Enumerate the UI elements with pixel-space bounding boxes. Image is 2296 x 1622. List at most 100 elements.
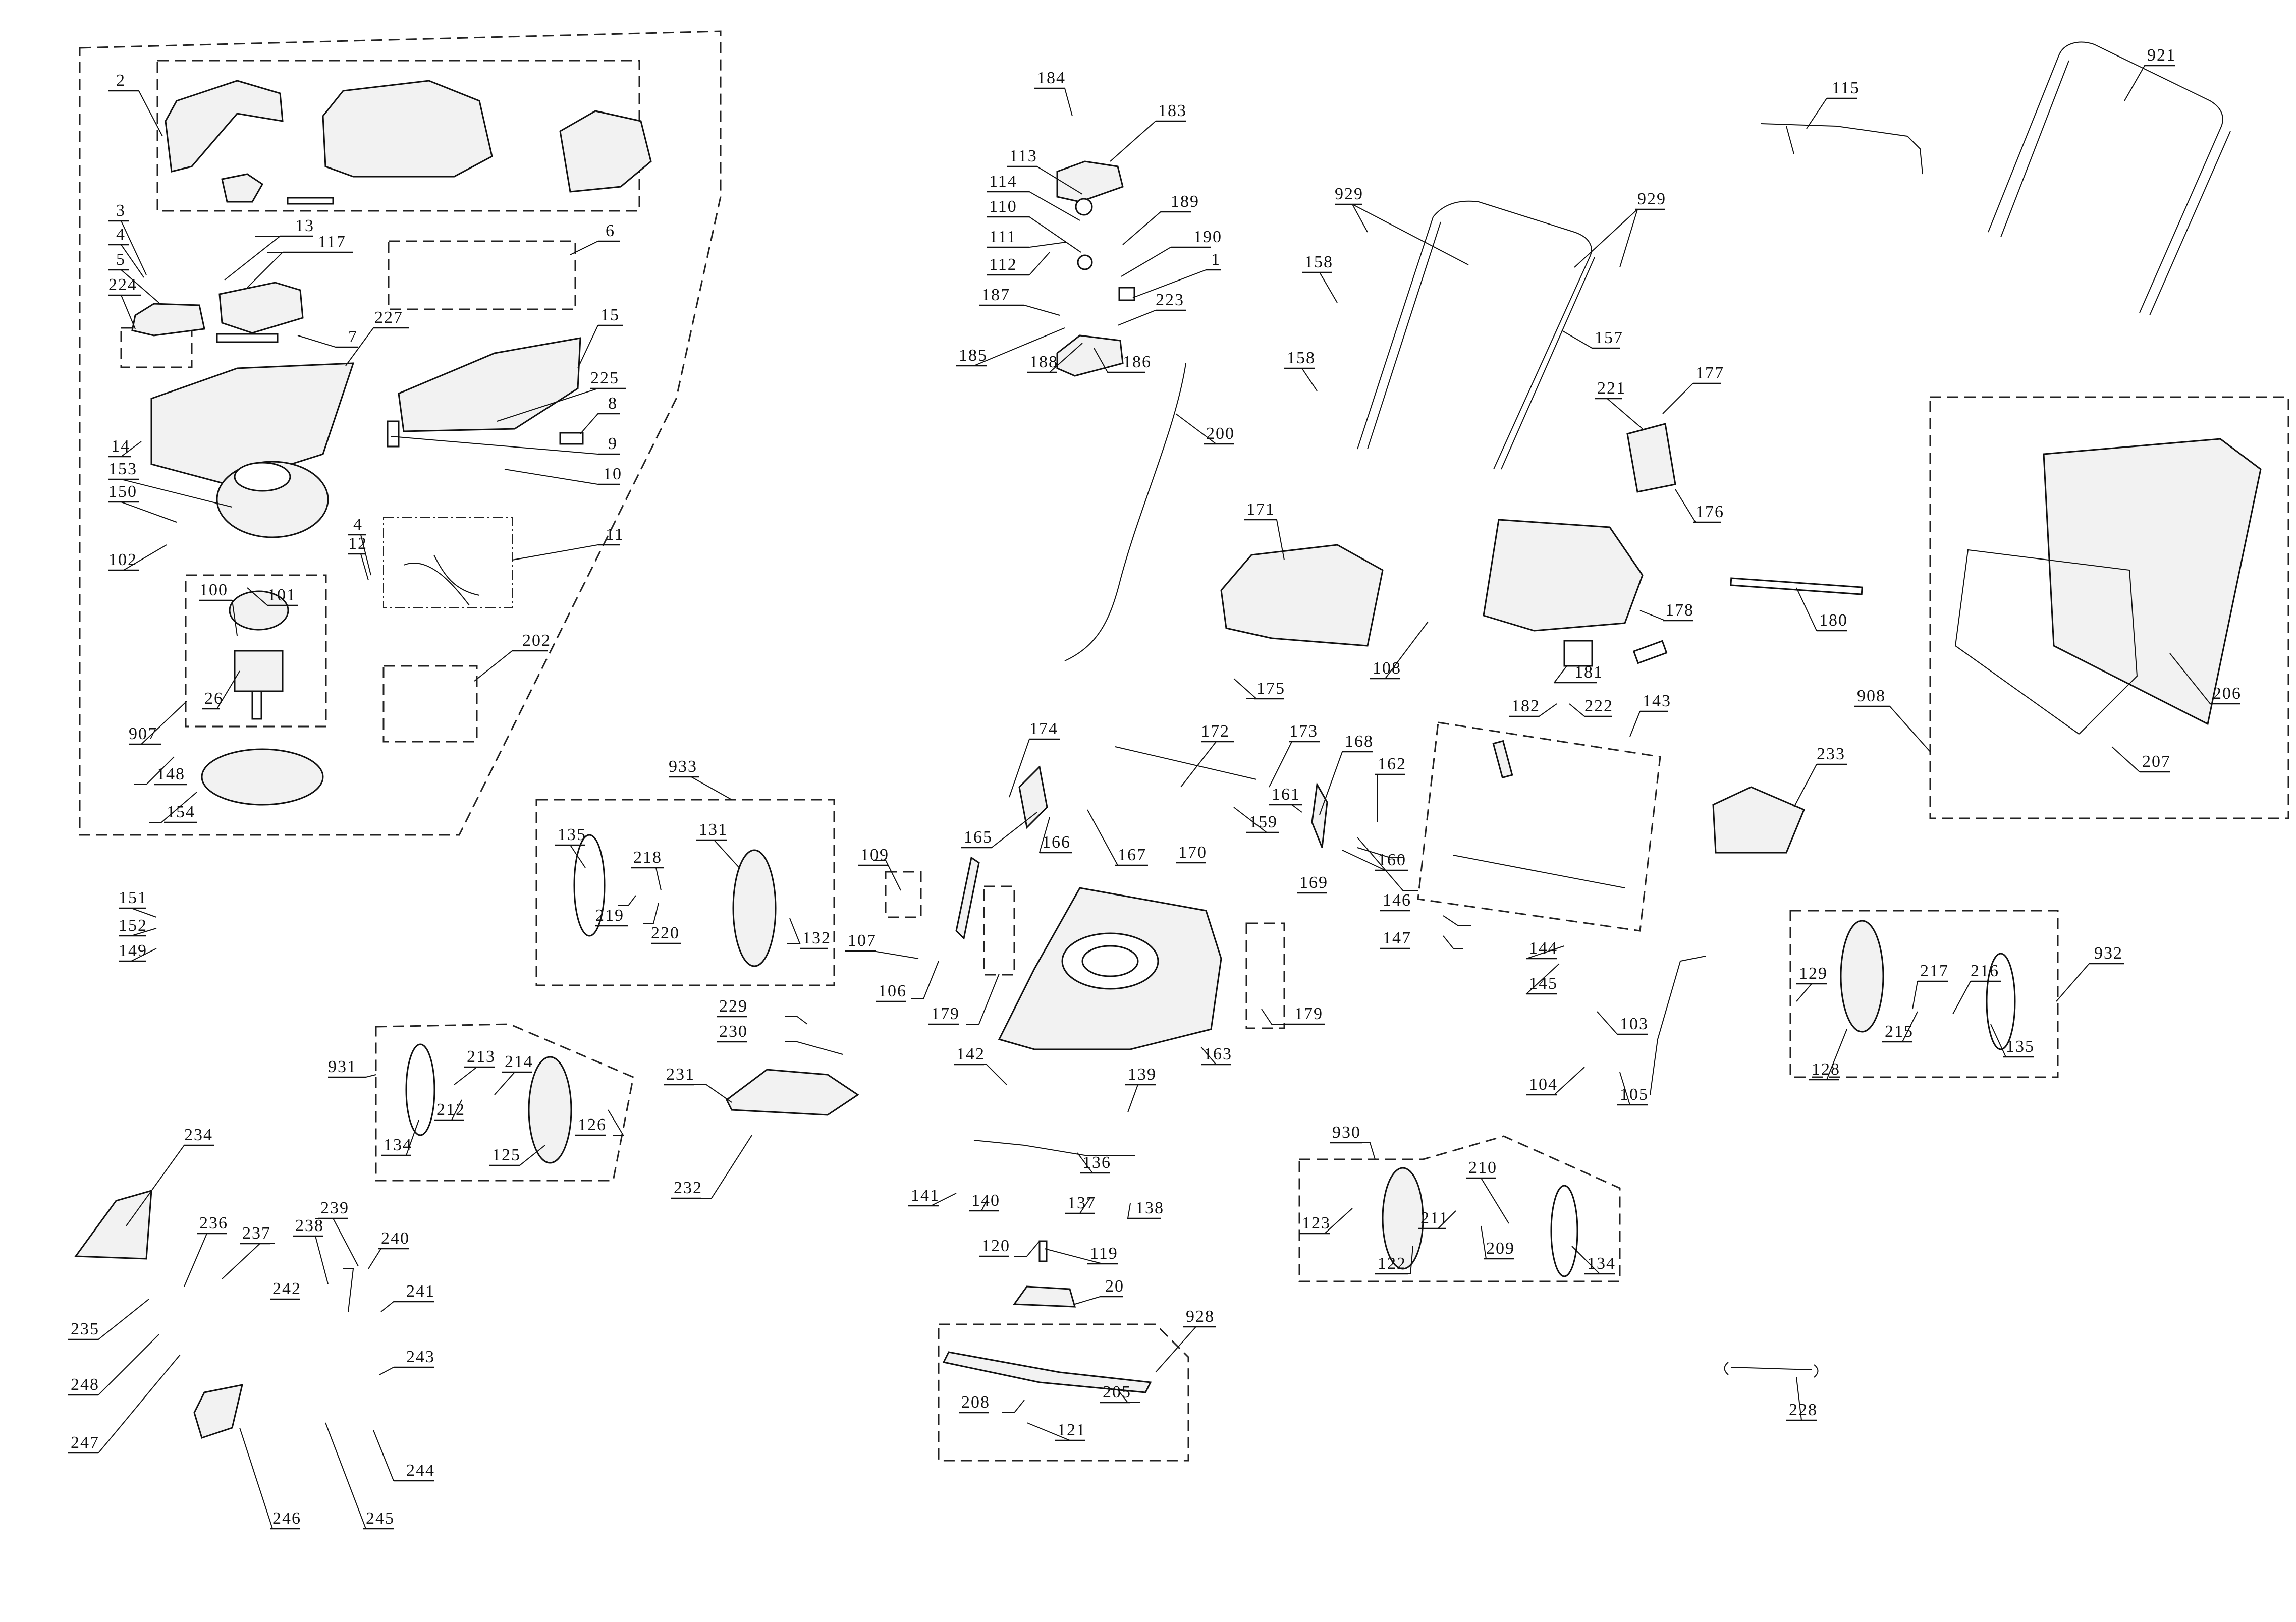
svg-text:104: 104 (1529, 1075, 1558, 1094)
callout-908: 908 (1854, 687, 1890, 707)
callout-167: 167 (1115, 846, 1148, 866)
switch-housing-top (1056, 160, 1124, 203)
blade-holder (1013, 1285, 1076, 1308)
svg-text:928: 928 (1186, 1307, 1215, 1326)
group-928-outline (938, 1323, 1189, 1462)
side-cover-left (165, 80, 284, 173)
discharge-flap (193, 1384, 243, 1439)
svg-text:107: 107 (848, 931, 877, 950)
svg-text:6: 6 (606, 221, 615, 240)
callout-207: 207 (2140, 752, 2170, 773)
wheel-932 (1840, 920, 1884, 1033)
callout-154: 154 (164, 803, 197, 823)
callout-224: 224 (108, 275, 141, 296)
svg-text:248: 248 (71, 1375, 99, 1394)
lower-handle (1357, 200, 1592, 470)
callout-241: 241 (394, 1282, 434, 1303)
callout-176: 176 (1693, 502, 1723, 523)
hubcap-930 (1550, 1185, 1578, 1277)
svg-text:125: 125 (492, 1146, 521, 1164)
callout-215: 215 (1882, 1022, 1912, 1043)
side-discharge-guard (74, 1189, 152, 1260)
callout-220: 220 (651, 924, 681, 944)
callout-244: 244 (394, 1461, 434, 1482)
callout-113: 113 (1007, 147, 1037, 167)
callout-139: 139 (1125, 1065, 1156, 1086)
svg-text:148: 148 (156, 765, 185, 784)
svg-text:13: 13 (295, 216, 314, 235)
callout-205: 205 (1100, 1383, 1130, 1404)
callout-129: 129 (1796, 964, 1827, 985)
motor-housing-group-outline (79, 30, 722, 836)
hubcap-932 (1986, 953, 2016, 1050)
svg-text:177: 177 (1696, 364, 1724, 382)
svg-text:237: 237 (242, 1224, 271, 1243)
svg-text:128: 128 (1812, 1060, 1840, 1079)
svg-text:172: 172 (1201, 722, 1230, 741)
callout-117: 117 (283, 233, 353, 253)
top-cover (322, 80, 493, 178)
svg-text:9: 9 (608, 434, 618, 453)
svg-text:131: 131 (699, 820, 728, 839)
svg-text:189: 189 (1171, 192, 1199, 211)
motor (234, 650, 284, 692)
svg-text:908: 908 (1857, 687, 1886, 705)
callout-231: 231 (664, 1065, 694, 1086)
svg-text:222: 222 (1584, 697, 1613, 715)
svg-text:135: 135 (2006, 1037, 2035, 1056)
grass-bag (2043, 438, 2262, 725)
callout-242: 242 (270, 1279, 300, 1300)
svg-text:240: 240 (381, 1229, 410, 1248)
callout-103: 103 (1617, 1015, 1648, 1035)
callout-170: 170 (1176, 843, 1206, 864)
callout-151: 151 (119, 888, 146, 909)
svg-text:135: 135 (558, 825, 586, 844)
callout-144: 144 (1526, 939, 1557, 960)
callout-14: 14 (108, 437, 131, 458)
callout-208: 208 (959, 1393, 989, 1414)
svg-text:1: 1 (1211, 250, 1221, 269)
svg-text:185: 185 (959, 346, 988, 365)
svg-text:200: 200 (1206, 424, 1235, 443)
callout-141: 141 (908, 1186, 939, 1207)
callout-219: 219 (595, 906, 628, 927)
callout-159: 159 (1246, 813, 1279, 833)
callout-123: 123 (1299, 1214, 1330, 1235)
callout-186: 186 (1108, 353, 1151, 373)
svg-text:220: 220 (651, 924, 680, 942)
svg-text:109: 109 (860, 846, 889, 864)
callout-930: 930 (1330, 1123, 1362, 1144)
svg-text:165: 165 (964, 828, 993, 847)
svg-text:8: 8 (608, 394, 618, 413)
svg-text:146: 146 (1383, 891, 1411, 910)
callout-185: 185 (956, 346, 988, 367)
svg-text:121: 121 (1057, 1421, 1086, 1439)
svg-text:235: 235 (71, 1320, 99, 1338)
svg-text:180: 180 (1819, 611, 1848, 630)
callout-178: 178 (1663, 601, 1693, 622)
svg-text:213: 213 (467, 1047, 496, 1066)
callout-106: 106 (876, 982, 906, 1002)
svg-text:101: 101 (267, 586, 296, 604)
leader-lines (83, 65, 2230, 1529)
group-179a-outline (983, 885, 1015, 976)
group-932-outline (1789, 910, 2059, 1078)
bracket-right (1311, 782, 1328, 848)
svg-text:227: 227 (374, 308, 403, 327)
hubcap-931 (405, 1043, 435, 1136)
callout-248: 248 (68, 1375, 99, 1396)
callout-177: 177 (1693, 364, 1724, 384)
callout-119: 119 (1087, 1244, 1118, 1265)
svg-text:152: 152 (119, 916, 147, 935)
callout-120: 120 (979, 1237, 1009, 1257)
svg-text:214: 214 (505, 1052, 533, 1071)
callout-173: 173 (1289, 722, 1320, 743)
power-cable (1064, 363, 1186, 661)
callout-111: 111 (987, 228, 1029, 248)
callout-211: 211 (1418, 1209, 1448, 1229)
callout-108: 108 (1370, 659, 1400, 680)
svg-text:209: 209 (1486, 1239, 1515, 1258)
callout-188: 188 (1027, 353, 1057, 373)
callout-202: 202 (512, 631, 550, 652)
group-6-outline (388, 240, 576, 310)
